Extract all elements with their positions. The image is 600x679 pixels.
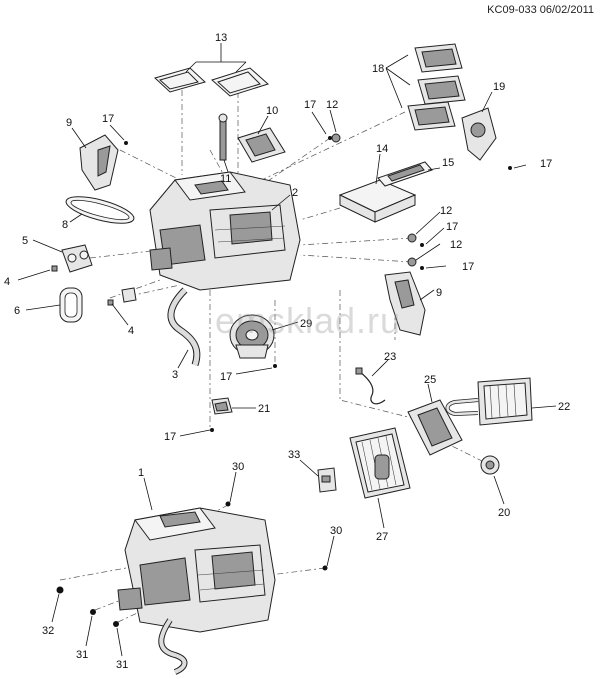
callout-17-top-left: 17	[102, 113, 114, 125]
callout-25: 25	[424, 374, 436, 386]
part-21-bracket	[211, 397, 233, 415]
callout-6: 6	[14, 305, 20, 317]
callout-30-top: 30	[232, 461, 244, 473]
callout-9-top: 9	[66, 117, 72, 129]
part-27-evaporator	[349, 427, 411, 499]
part-8-seal	[65, 196, 135, 224]
callout-21: 21	[258, 403, 270, 415]
part-18-vent-panels	[407, 43, 466, 131]
watermark: emsklad.ru	[215, 300, 402, 341]
part-9-bracket-right	[384, 271, 426, 336]
callout-18: 18	[372, 63, 384, 75]
callout-23: 23	[384, 351, 396, 363]
callout-4-center: 4	[128, 325, 134, 337]
callout-11: 11	[220, 173, 231, 185]
callout-2: 2	[292, 187, 298, 199]
callout-27: 27	[376, 531, 388, 543]
callout-3: 3	[172, 369, 178, 381]
part-2-hvac-housing	[149, 171, 301, 291]
callout-9-right: 9	[436, 287, 442, 299]
part-11-rod	[218, 113, 228, 161]
callout-12-top: 12	[326, 99, 338, 111]
part-19-actuator	[461, 107, 497, 161]
callout-5: 5	[22, 235, 28, 247]
part-1-complete-assembly	[117, 507, 276, 675]
part-33-sensor	[317, 467, 337, 493]
callout-12-mid-1: 12	[440, 205, 452, 217]
callout-17-right-top: 17	[540, 158, 552, 170]
callout-33: 33	[288, 449, 300, 461]
part-22-heater-core	[445, 377, 533, 426]
diagram-reference-code: KC09-033 06/02/2011	[487, 4, 594, 16]
callout-32: 32	[42, 625, 54, 637]
part-6-duct-seal	[59, 287, 83, 323]
callout-17-mid-2: 17	[462, 261, 474, 273]
part-30-32-31-fasteners	[56, 501, 328, 627]
part-4-clips	[51, 265, 137, 306]
callout-17-bracket: 17	[164, 431, 176, 443]
leader-lines	[17, 43, 557, 657]
callout-17-blower: 17	[220, 371, 232, 383]
part-29-blower-motor	[229, 314, 275, 359]
part-9-bracket-top	[79, 134, 119, 191]
callout-1: 1	[138, 467, 144, 479]
callout-30-right: 30	[330, 525, 342, 537]
callout-17-mid-1: 17	[446, 221, 458, 233]
callout-14: 14	[376, 143, 388, 155]
callout-8: 8	[62, 219, 68, 231]
part-10-filter-door	[237, 127, 286, 163]
callout-29: 29	[300, 318, 312, 330]
callout-12-mid-2: 12	[450, 239, 462, 251]
callout-10: 10	[266, 105, 278, 117]
callout-labels: 13 18 19 9 17 10 17 12 14 15 17 11 2 8 1…	[4, 32, 570, 671]
part-17-bolts	[124, 136, 512, 432]
part-20-actuator	[480, 455, 500, 475]
callout-31-right: 31	[116, 659, 128, 671]
callout-19: 19	[493, 81, 505, 93]
callout-20: 20	[498, 507, 510, 519]
part-14-cabin-filter	[338, 179, 417, 223]
part-23-harness	[355, 367, 386, 405]
part-13-duct-frames	[154, 67, 269, 97]
callout-31-left: 31	[76, 649, 88, 661]
part-15-filter-frame	[377, 161, 433, 187]
callout-4-left: 4	[4, 276, 10, 288]
callout-22: 22	[558, 401, 570, 413]
part-12-screws	[331, 133, 417, 267]
callout-17-top-center: 17	[304, 99, 316, 111]
callout-15: 15	[442, 157, 454, 169]
part-5-flange	[61, 244, 93, 273]
part-25-cover	[407, 399, 463, 456]
part-3-drain-hose	[167, 287, 201, 367]
callout-13: 13	[215, 32, 227, 44]
